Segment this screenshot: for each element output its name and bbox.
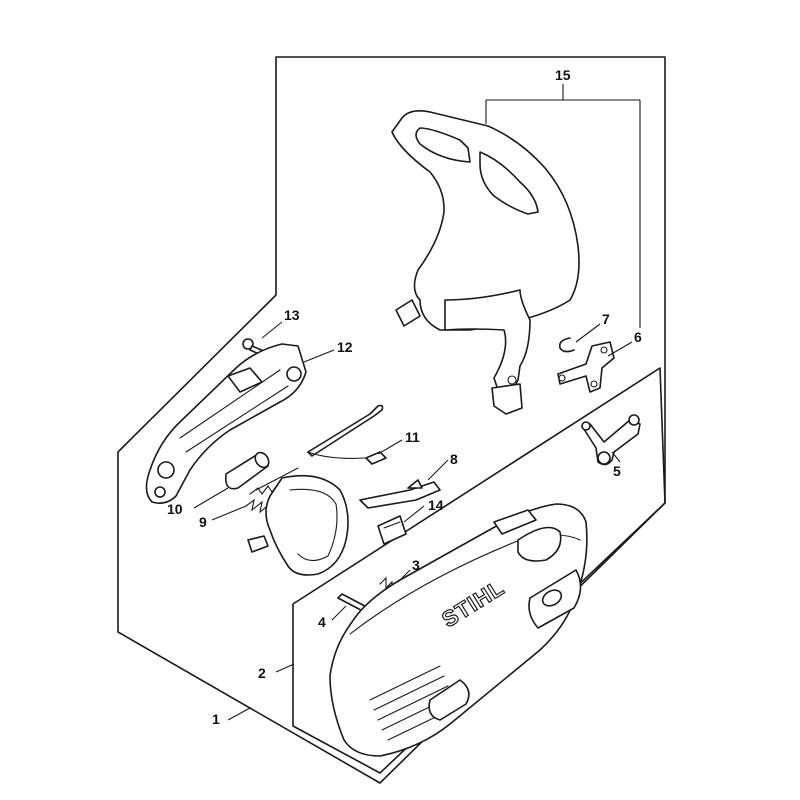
clip-part-7 bbox=[558, 337, 575, 353]
callout-12: 12 bbox=[337, 339, 353, 355]
assembly-frame-outer bbox=[117, 56, 666, 784]
brake-bracket-part-12 bbox=[145, 343, 307, 504]
callout-13: 13 bbox=[284, 307, 300, 323]
sleeve-part-10 bbox=[224, 451, 270, 490]
hand-guard-part-15 bbox=[391, 110, 580, 415]
brake-band bbox=[247, 474, 349, 576]
callout-5: 5 bbox=[613, 463, 621, 479]
leader-lines bbox=[193, 84, 641, 721]
callout-4: 4 bbox=[318, 614, 326, 630]
callout-1: 1 bbox=[212, 711, 220, 727]
lever-link-part-6 bbox=[557, 341, 615, 393]
callout-3: 3 bbox=[412, 557, 420, 573]
slider-part-14 bbox=[377, 515, 407, 545]
callout-14: 14 bbox=[428, 497, 444, 513]
callout-15: 15 bbox=[555, 67, 571, 83]
sprocket-cover-part-2: STIHL bbox=[329, 503, 588, 757]
callout-7: 7 bbox=[602, 311, 610, 327]
bell-crank-part-5 bbox=[581, 414, 641, 466]
plate-part-8 bbox=[359, 479, 441, 509]
callout-10: 10 bbox=[167, 501, 183, 517]
callout-2: 2 bbox=[258, 665, 266, 681]
rod-part-11 bbox=[307, 404, 387, 465]
callout-11: 11 bbox=[405, 429, 420, 445]
callout-labels: 15 13 12 7 6 11 8 5 10 9 14 3 4 2 1 bbox=[167, 67, 642, 727]
callout-6: 6 bbox=[634, 329, 642, 345]
callout-8: 8 bbox=[450, 451, 458, 467]
callout-9: 9 bbox=[199, 514, 207, 530]
screw-part-13 bbox=[242, 338, 267, 357]
